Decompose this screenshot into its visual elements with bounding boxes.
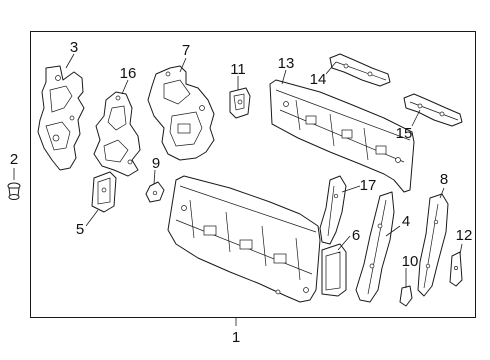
callout-2: 2: [10, 151, 18, 168]
callout-14: 14: [310, 71, 327, 88]
part-15-lower-bracket[interactable]: [403, 93, 463, 127]
callout-15: 15: [396, 125, 413, 142]
callout-12: 12: [456, 227, 473, 244]
part-16-quarter-panel-left[interactable]: [93, 91, 141, 177]
part-8-extension[interactable]: [417, 193, 449, 297]
part-12-bracket[interactable]: [449, 251, 463, 287]
part-13-rear-reinforcement[interactable]: [269, 79, 415, 193]
callout-17: 17: [360, 177, 377, 194]
part-2-grommet[interactable]: [7, 182, 21, 200]
callout-10: 10: [402, 253, 419, 270]
part-3-quarter-inner-left[interactable]: [37, 65, 85, 171]
callout-16: 16: [120, 65, 137, 82]
callout-13: 13: [278, 55, 295, 72]
callout-3: 3: [70, 39, 78, 56]
callout-5: 5: [76, 221, 84, 238]
callout-7: 7: [182, 42, 190, 59]
callout-4: 4: [402, 213, 410, 230]
part-9-clip[interactable]: [145, 181, 165, 203]
part-6-plate[interactable]: [321, 243, 347, 297]
callout-6: 6: [352, 227, 360, 244]
callout-9: 9: [152, 155, 160, 172]
part-1-rear-body-panel[interactable]: [167, 175, 321, 303]
callout-11: 11: [230, 61, 246, 78]
diagram-frame: [30, 31, 476, 318]
part-4-pillar[interactable]: [355, 191, 395, 303]
part-10-clip[interactable]: [399, 285, 413, 307]
leader-lines: [13, 53, 463, 326]
callout-labels: 1 2 3 4 5 6 7 8 9 10 11 12 13 14 15 16 1…: [10, 39, 473, 346]
part-14-upper-bracket[interactable]: [329, 53, 391, 87]
callout-8: 8: [440, 171, 448, 188]
callout-1: 1: [232, 329, 240, 346]
part-17-brace[interactable]: [319, 175, 347, 245]
part-7-wheelhouse[interactable]: [147, 65, 215, 161]
part-5-plate[interactable]: [91, 171, 117, 213]
part-11-bracket[interactable]: [229, 87, 251, 119]
